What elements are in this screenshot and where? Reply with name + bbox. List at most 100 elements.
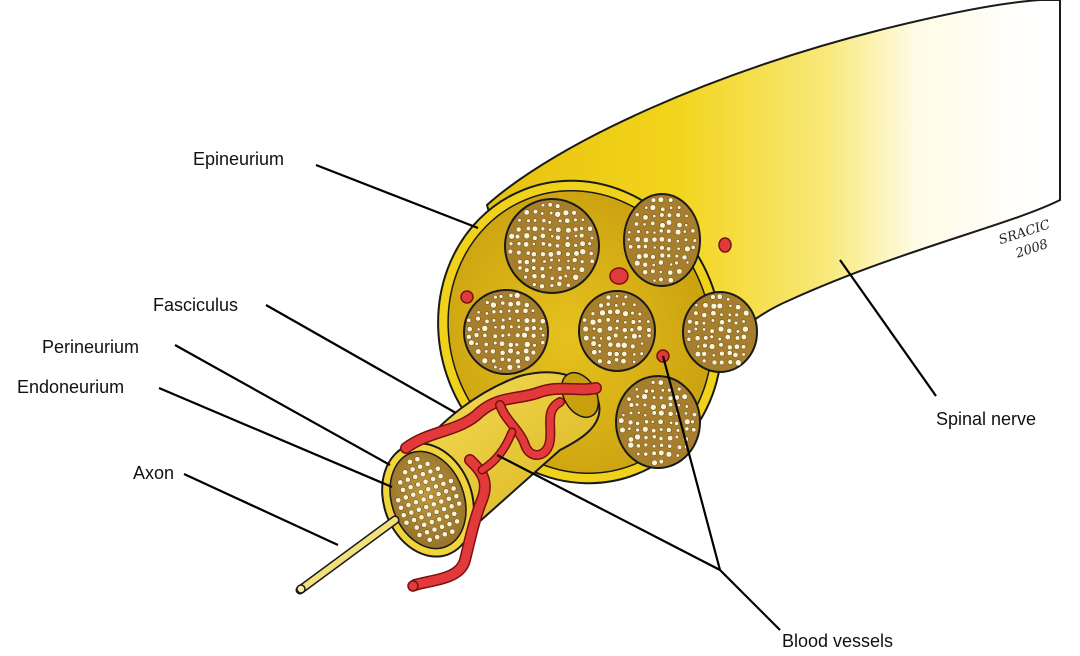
nerve-fiber (509, 242, 513, 246)
nerve-fiber (566, 283, 570, 287)
nerve-fiber (516, 250, 521, 255)
leader-epineurium (316, 165, 478, 228)
nerve-fiber (516, 301, 521, 306)
nerve-fiber (508, 317, 512, 321)
nerve-fiber (643, 253, 648, 258)
nerve-fiber (540, 319, 545, 324)
nerve-fiber (685, 214, 688, 217)
nerve-fiber (742, 326, 748, 332)
nerve-fiber (515, 359, 520, 364)
nerve-fiber (515, 343, 519, 347)
nerve-fiber (694, 321, 699, 326)
nerve-fiber (396, 498, 401, 503)
nerve-fiber (422, 522, 427, 527)
nerve-fiber (615, 304, 619, 308)
nerve-fiber (644, 414, 647, 417)
nerve-fiber (627, 397, 631, 401)
nerve-fiber (444, 489, 449, 494)
nerve-fiber (682, 394, 688, 400)
nerve-fiber (548, 243, 552, 247)
nerve-fiber (742, 320, 746, 324)
nerve-fiber (692, 428, 696, 432)
nerve-fiber (645, 206, 648, 209)
nerve-fiber (515, 309, 520, 314)
nerve-fiber (695, 336, 700, 341)
nerve-fiber (549, 211, 553, 215)
nerve-fiber (636, 254, 642, 260)
nerve-fiber (735, 336, 740, 341)
nerve-fiber (485, 301, 489, 305)
nerve-fiber (400, 487, 405, 492)
nerve-fiber (697, 345, 700, 348)
label-fasciculus: Fasciculus (153, 296, 238, 314)
nerve-fiber (675, 254, 679, 258)
nerve-fiber (435, 466, 440, 471)
nerve-fiber (524, 302, 529, 307)
nerve-fiber (483, 333, 487, 337)
nerve-fiber (637, 326, 643, 332)
nerve-fiber (515, 333, 520, 338)
nerve-fiber (424, 530, 429, 535)
nerve-fiber (532, 242, 535, 245)
nerve-fiber (742, 353, 746, 357)
label-epineurium: Epineurium (193, 150, 284, 168)
nerve-fiber (452, 511, 457, 516)
nerve-fiber (507, 358, 511, 362)
nerve-fiber (531, 252, 536, 257)
nerve-fiber (500, 357, 504, 361)
nerve-fiber (579, 267, 585, 273)
nerve-fiber (637, 411, 640, 414)
nerve-fiber (418, 464, 423, 469)
nerve-fiber (735, 360, 741, 366)
label-spinal-nerve: Spinal nerve (936, 410, 1036, 428)
nerve-fiber (635, 213, 639, 217)
nerve-fiber (718, 326, 724, 332)
nerve-fiber (676, 429, 680, 433)
nerve-fiber (540, 233, 545, 238)
nerve-fiber (719, 343, 724, 348)
nerve-fiber (416, 482, 421, 487)
nerve-fiber (621, 359, 626, 364)
nerve-fiber (644, 436, 648, 440)
nerve-fiber (631, 320, 636, 325)
nerve-fiber (583, 326, 589, 332)
nerve-fiber (482, 358, 488, 364)
leader-fasciculus (266, 305, 456, 413)
nerve-fiber (677, 403, 680, 406)
nerve-fiber (727, 328, 732, 333)
nerve-fiber (438, 474, 443, 479)
nerve-fiber (490, 349, 495, 354)
nerve-fiber (531, 350, 536, 355)
nerve-fiber (711, 311, 716, 316)
nerve-fiber (574, 243, 578, 247)
nerve-fiber (710, 335, 714, 339)
nerve-fiber (651, 221, 655, 225)
nerve-fiber (500, 350, 505, 355)
nerve-fiber (555, 244, 559, 248)
fasciculus (579, 291, 655, 371)
nerve-fiber (475, 342, 479, 346)
nerve-fiber (623, 311, 629, 317)
nerve-fiber (659, 229, 663, 233)
nerve-fiber (636, 444, 640, 448)
nerve-fiber (532, 283, 536, 287)
nerve-fiber (633, 360, 636, 363)
nerve-fiber (592, 336, 596, 340)
nerve-fiber (499, 295, 503, 299)
nerve-fiber (580, 249, 586, 255)
nerve-fiber (658, 260, 663, 265)
nerve-fiber (702, 351, 707, 356)
nerve-fiber (482, 325, 488, 331)
nerve-fiber (729, 304, 732, 307)
nerve-fiber (413, 500, 418, 505)
nerve-fiber (541, 242, 545, 246)
nerve-fiber (523, 348, 529, 354)
nerve-fiber (652, 429, 656, 433)
nerve-fiber (643, 223, 646, 226)
nerve-fiber (693, 239, 697, 243)
nerve-fiber (492, 359, 496, 363)
nerve-fiber (668, 411, 673, 416)
nerve-fiber (531, 309, 535, 313)
nerve-fiber (597, 328, 603, 334)
nerve-fiber (727, 350, 732, 355)
